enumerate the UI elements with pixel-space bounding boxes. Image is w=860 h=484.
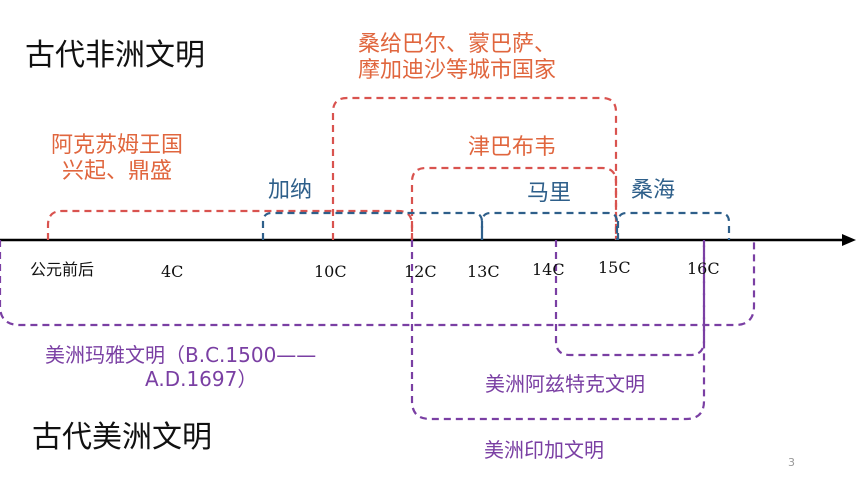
aksum-label-line2: 兴起、鼎盛 [61,159,172,185]
swahili-label: 桑给巴尔、蒙巴萨、 摩加迪沙等城市国家 [358,32,556,85]
tick-13c: 13C [467,262,500,281]
swahili-bracket [331,96,618,240]
aztec-bracket [554,240,706,357]
maya-label: 美洲玛雅文明（B.C.1500—— A.D.1697） [45,343,316,391]
tick-14c: 14C [532,260,565,279]
tick-16c: 16C [687,259,720,278]
axis-origin-label: 公元前后 [30,260,95,279]
title-ancient-america: 古代美洲文明 [32,420,212,455]
inca-bracket [410,240,706,421]
page-number: 3 [788,456,795,469]
ghana-bracket [261,211,484,240]
aksum-label: 阿克苏姆王国 兴起、鼎盛 [42,133,192,186]
tick-12c: 12C [404,262,437,281]
maya-bracket [0,240,756,327]
axis-arrow-icon [842,234,856,246]
maya-label-line1: 美洲玛雅文明（B.C.1500—— [45,343,317,367]
tick-15c: 15C [598,258,631,277]
maya-label-line2: A.D.1697） [145,367,258,391]
songhai-bracket [616,211,731,240]
aksum-bracket [46,209,414,240]
zimbabwe-label: 津巴布韦 [468,135,557,160]
mali-label: 马里 [527,181,572,206]
aksum-label-line1: 阿克苏姆王国 [50,133,183,158]
zimbabwe-bracket [410,166,618,240]
songhai-label: 桑海 [631,178,676,203]
aztec-label: 美洲阿兹特克文明 [485,372,645,396]
tick-10c: 10C [314,262,347,281]
inca-label: 美洲印加文明 [484,438,604,462]
tick-4c: 4C [161,262,184,281]
mali-bracket [480,211,619,240]
swahili-label-line1: 桑给巴尔、蒙巴萨、 [358,32,557,57]
title-ancient-africa: 古代非洲文明 [25,38,205,73]
ghana-label: 加纳 [268,178,313,203]
swahili-label-line2: 摩加迪沙等城市国家 [358,58,557,84]
